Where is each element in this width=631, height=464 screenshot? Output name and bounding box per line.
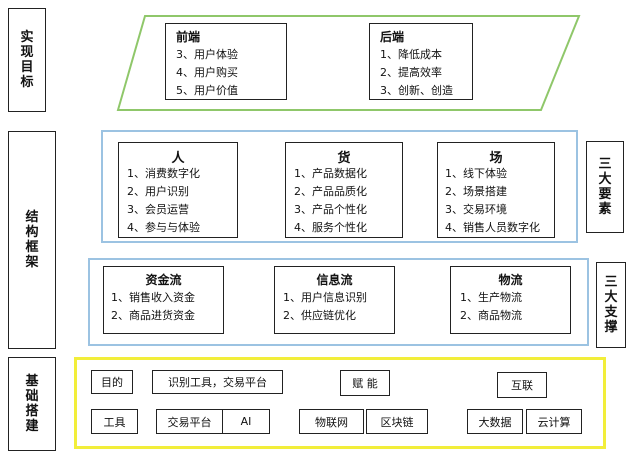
tag-ai: AI bbox=[222, 409, 270, 434]
list-item: 1、产品数据化 bbox=[294, 167, 367, 180]
list-item: 2、提高效率 bbox=[380, 66, 442, 79]
tag-tools-platform: 识别工具，交易平台 bbox=[152, 370, 283, 394]
list-item: 2、场景搭建 bbox=[445, 185, 507, 198]
goal-card-front: 前端 3、用户体验 4、用户购买 5、用户价值 bbox=[165, 23, 287, 100]
support-logistics-list: 1、生产物流 2、商品物流 bbox=[460, 289, 522, 325]
element-card-people-title: 人 bbox=[171, 151, 185, 166]
list-item: 3、创新、创造 bbox=[380, 84, 453, 97]
list-item: 1、销售收入资金 bbox=[111, 291, 195, 304]
list-item: 2、产品品质化 bbox=[294, 185, 367, 198]
list-item: 2、用户识别 bbox=[127, 185, 189, 198]
element-card-people: 人 1、消费数字化 2、用户识别 3、会员运营 4、参与与体验 bbox=[118, 142, 238, 238]
support-card-capital-title: 资金流 bbox=[145, 273, 182, 287]
list-item: 4、参与与体验 bbox=[127, 221, 200, 234]
side-label-three-supports: 三大支撑 bbox=[596, 262, 626, 348]
list-item: 3、用户体验 bbox=[176, 48, 238, 61]
element-card-venue-title: 场 bbox=[489, 151, 503, 166]
element-goods-list: 1、产品数据化 2、产品品质化 3、产品个性化 4、服务个性化 bbox=[294, 165, 367, 237]
tag-tools: 工具 bbox=[91, 409, 138, 434]
list-item: 3、产品个性化 bbox=[294, 203, 367, 216]
goal-front-list: 3、用户体验 4、用户购买 5、用户价值 bbox=[176, 46, 238, 100]
tag-iot: 物联网 bbox=[299, 409, 364, 434]
elements-frame bbox=[101, 130, 578, 243]
list-item: 1、生产物流 bbox=[460, 291, 522, 304]
support-card-information-title: 信息流 bbox=[316, 273, 353, 287]
element-people-list: 1、消费数字化 2、用户识别 3、会员运营 4、参与与体验 bbox=[127, 165, 200, 237]
tag-blockchain: 区块链 bbox=[366, 409, 428, 434]
goal-card-back: 后端 1、降低成本 2、提高效率 3、创新、创造 bbox=[369, 23, 473, 100]
tag-purpose: 目的 bbox=[91, 370, 133, 394]
goal-back-list: 1、降低成本 2、提高效率 3、创新、创造 bbox=[380, 46, 453, 100]
tag-interconnect: 互联 bbox=[497, 372, 547, 398]
tag-empower: 赋 能 bbox=[340, 370, 390, 396]
support-card-logistics-title: 物流 bbox=[498, 273, 523, 287]
element-card-venue: 场 1、线下体验 2、场景搭建 3、交易环境 4、销售人员数字化 bbox=[437, 142, 555, 238]
list-item: 1、线下体验 bbox=[445, 167, 507, 180]
support-information-list: 1、用户信息识别 2、供应链优化 bbox=[283, 289, 367, 325]
support-card-logistics: 物流 1、生产物流 2、商品物流 bbox=[450, 266, 571, 334]
list-item: 1、消费数字化 bbox=[127, 167, 200, 180]
list-item: 4、服务个性化 bbox=[294, 221, 367, 234]
list-item: 2、供应链优化 bbox=[283, 309, 356, 322]
list-item: 4、用户购买 bbox=[176, 66, 238, 79]
list-item: 5、用户价值 bbox=[176, 84, 238, 97]
list-item: 3、会员运营 bbox=[127, 203, 189, 216]
support-capital-list: 1、销售收入资金 2、商品进货资金 bbox=[111, 289, 195, 325]
side-label-three-elements: 三大要素 bbox=[586, 141, 624, 233]
foundation-frame bbox=[74, 357, 606, 449]
list-item: 1、降低成本 bbox=[380, 48, 442, 61]
goal-card-front-title: 前端 bbox=[176, 30, 201, 44]
list-item: 2、商品物流 bbox=[460, 309, 522, 322]
tag-trading-platform: 交易平台 bbox=[156, 409, 223, 434]
tag-cloud: 云计算 bbox=[526, 409, 582, 434]
tag-big-data: 大数据 bbox=[467, 409, 523, 434]
element-card-goods: 货 1、产品数据化 2、产品品质化 3、产品个性化 4、服务个性化 bbox=[285, 142, 403, 238]
goals-trapezoid bbox=[116, 15, 581, 111]
list-item: 1、用户信息识别 bbox=[283, 291, 367, 304]
list-item: 2、商品进货资金 bbox=[111, 309, 195, 322]
goal-card-back-title: 后端 bbox=[380, 30, 405, 44]
element-venue-list: 1、线下体验 2、场景搭建 3、交易环境 4、销售人员数字化 bbox=[445, 165, 540, 237]
list-item: 3、交易环境 bbox=[445, 203, 507, 216]
row-label-goals: 实现目标 bbox=[8, 8, 46, 112]
support-card-capital: 资金流 1、销售收入资金 2、商品进货资金 bbox=[103, 266, 224, 334]
element-card-goods-title: 货 bbox=[337, 151, 351, 166]
list-item: 4、销售人员数字化 bbox=[445, 221, 540, 234]
row-label-foundation: 基础搭建 bbox=[8, 357, 56, 451]
row-label-framework: 结构框架 bbox=[8, 131, 56, 349]
support-card-information: 信息流 1、用户信息识别 2、供应链优化 bbox=[274, 266, 395, 334]
supports-frame bbox=[88, 258, 589, 346]
